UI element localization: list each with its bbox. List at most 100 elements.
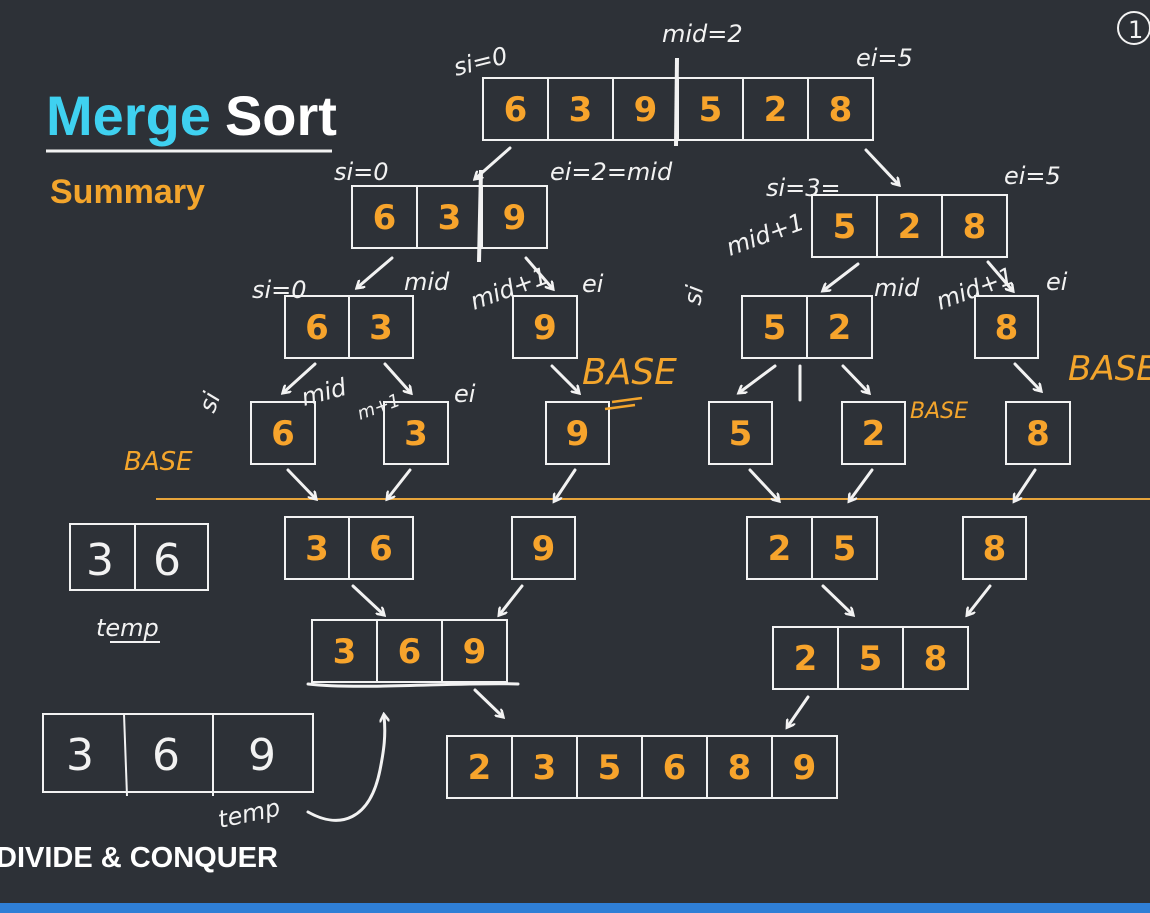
note-base-4: BASE bbox=[1068, 349, 1150, 389]
array-cell-value: 2 bbox=[764, 90, 788, 130]
array-cell-value: 6 bbox=[398, 632, 422, 672]
temp-small-cell-2: 6 bbox=[153, 535, 181, 586]
array-cell-value: 3 bbox=[438, 198, 462, 238]
merge-arrows bbox=[286, 468, 1037, 822]
array-cell-value: 2 bbox=[828, 308, 852, 348]
note-base-1: BASE bbox=[124, 447, 193, 477]
note-si0-top: si=0 bbox=[451, 41, 511, 81]
array-cell bbox=[512, 295, 578, 359]
base-cell-1: 6 bbox=[250, 401, 316, 465]
subtitle: Summary bbox=[50, 173, 205, 211]
array-cell-value: 8 bbox=[983, 529, 1007, 569]
array-cell-value: 8 bbox=[829, 90, 853, 130]
base-cell-5: 2 bbox=[841, 401, 906, 465]
divide-arrows bbox=[284, 146, 1040, 402]
note-ei-l: ei bbox=[582, 270, 604, 298]
temp-array-small: 3 6 bbox=[69, 523, 209, 591]
array-cell bbox=[806, 295, 873, 359]
mid-split-root bbox=[674, 57, 679, 147]
note-mid-b: mid bbox=[298, 373, 350, 412]
note-ei-b: ei bbox=[454, 380, 476, 408]
note-temp-small: temp bbox=[96, 614, 159, 642]
array-cell-value: 5 bbox=[729, 414, 753, 454]
array-cell bbox=[841, 401, 906, 465]
base-2-underline bbox=[611, 396, 643, 404]
note-midp1-right: mid+1 bbox=[722, 208, 807, 262]
array-cell-value: 8 bbox=[963, 207, 987, 247]
array-cell bbox=[348, 295, 414, 359]
array-cell bbox=[348, 516, 414, 580]
array-cell bbox=[962, 516, 1027, 580]
base-cell-2: 3 bbox=[383, 401, 449, 465]
array-cell-value: 2 bbox=[468, 748, 492, 788]
array-cell bbox=[811, 516, 878, 580]
array-cell bbox=[902, 626, 969, 690]
array-cell bbox=[250, 401, 316, 465]
array-cell-value: 9 bbox=[532, 529, 556, 569]
array-cell-value: 5 bbox=[598, 748, 622, 788]
array-cell-value: 2 bbox=[862, 414, 886, 454]
base-cell-3: 9 bbox=[545, 401, 610, 465]
note-mid2-top: mid=2 bbox=[662, 20, 743, 48]
array-cell bbox=[545, 401, 610, 465]
array-cell-value: 9 bbox=[793, 748, 817, 788]
array-cell-value: 6 bbox=[504, 90, 528, 130]
array-cell-value: 9 bbox=[503, 198, 527, 238]
array-cell-value: 6 bbox=[369, 529, 393, 569]
array-cell-value: 3 bbox=[404, 414, 428, 454]
array-cell-value: 3 bbox=[333, 632, 357, 672]
array-cell bbox=[383, 401, 449, 465]
temp-large-cell-2: 6 bbox=[152, 730, 180, 781]
page-number-badge bbox=[1117, 11, 1150, 45]
temp-large-cell-3: 9 bbox=[248, 730, 276, 781]
array-cell-value: 8 bbox=[924, 639, 948, 679]
note-midp1-b: m+1 bbox=[355, 390, 404, 425]
array-cell-value: 9 bbox=[533, 308, 557, 348]
array-cell-value: 5 bbox=[699, 90, 723, 130]
array-cell-value: 9 bbox=[566, 414, 590, 454]
merged-5: 3 6 9 bbox=[311, 619, 508, 683]
note-si3: si=3= bbox=[766, 174, 841, 202]
array-cell-value: 5 bbox=[833, 529, 857, 569]
array-cell-value: 9 bbox=[634, 90, 658, 130]
array-cell-value: 3 bbox=[533, 748, 557, 788]
array-cell bbox=[481, 185, 548, 249]
array-cell-value: 5 bbox=[833, 207, 857, 247]
note-ei5-right: ei=5 bbox=[1004, 162, 1061, 190]
note-base-3: BASE bbox=[910, 399, 968, 424]
array-cell bbox=[941, 194, 1008, 258]
note-mid-r: mid bbox=[874, 274, 920, 302]
array-cell bbox=[441, 619, 508, 683]
footer-label: DIVIDE & CONQUER bbox=[0, 842, 278, 874]
array-cell bbox=[771, 735, 838, 799]
base-2-underline-2 bbox=[604, 403, 636, 411]
array-cell-value: 9 bbox=[463, 632, 487, 672]
temp-large-cell-1: 3 bbox=[66, 730, 94, 781]
array-right-half: 5 2 8 bbox=[811, 194, 1008, 258]
array-cell bbox=[1005, 401, 1071, 465]
note-ei-r: ei bbox=[1046, 268, 1068, 296]
array-cell-value: 6 bbox=[305, 308, 329, 348]
note-base-2: BASE bbox=[582, 352, 677, 393]
array-left-right: 9 bbox=[512, 295, 578, 359]
array-cell-value: 5 bbox=[763, 308, 787, 348]
array-cell-value: 2 bbox=[768, 529, 792, 569]
array-cell-value: 3 bbox=[305, 529, 329, 569]
base-cell-4: 5 bbox=[708, 401, 773, 465]
array-cell-value: 2 bbox=[794, 639, 818, 679]
array-cell bbox=[511, 516, 576, 580]
merged-4: 8 bbox=[962, 516, 1027, 580]
note-si-rl: si bbox=[678, 283, 709, 307]
array-cell-value: 2 bbox=[898, 207, 922, 247]
temp-array-large: 3 6 9 bbox=[42, 713, 314, 797]
array-cell-value: 5 bbox=[859, 639, 883, 679]
note-mid-l: mid bbox=[404, 268, 450, 296]
title-sort: Sort bbox=[225, 84, 337, 147]
array-right-right: 8 bbox=[974, 295, 1039, 359]
